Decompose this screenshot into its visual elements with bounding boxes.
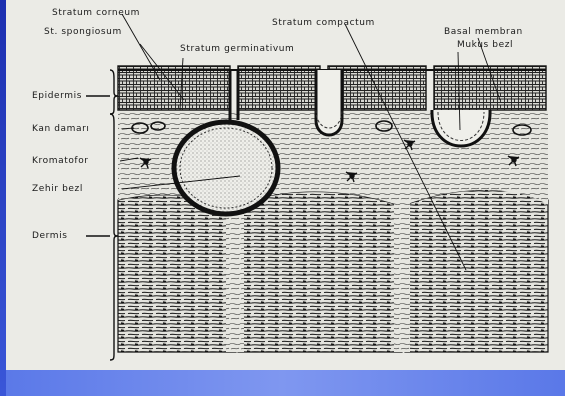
label-zehir-bezl: Zehir bezl — [32, 184, 83, 194]
label-stratum-corneum: Stratum corneum — [52, 8, 140, 18]
label-dermis: Dermis — [32, 231, 68, 241]
diagram-paper: Stratum corneum St. spongiosum Stratum g… — [6, 0, 565, 370]
label-kan-damari: Kan damarı — [32, 124, 90, 134]
skin-cross-section-diagram — [6, 0, 565, 370]
label-epidermis: Epidermis — [32, 91, 82, 101]
label-stratum-germinativum: Stratum germinativum — [180, 44, 294, 54]
layer-brackets — [86, 70, 118, 360]
label-basal-membran: Basal membran — [444, 27, 523, 37]
label-stratum-compactum: Stratum compactum — [272, 18, 375, 28]
label-st-spongiosum: St. spongiosum — [44, 27, 122, 37]
label-mukus-bezl: Mukus bezl — [457, 40, 513, 50]
mucous-gland-left — [316, 70, 342, 135]
label-kromatofor: Kromatofor — [32, 156, 89, 166]
stratum-compactum-layer — [118, 189, 548, 352]
